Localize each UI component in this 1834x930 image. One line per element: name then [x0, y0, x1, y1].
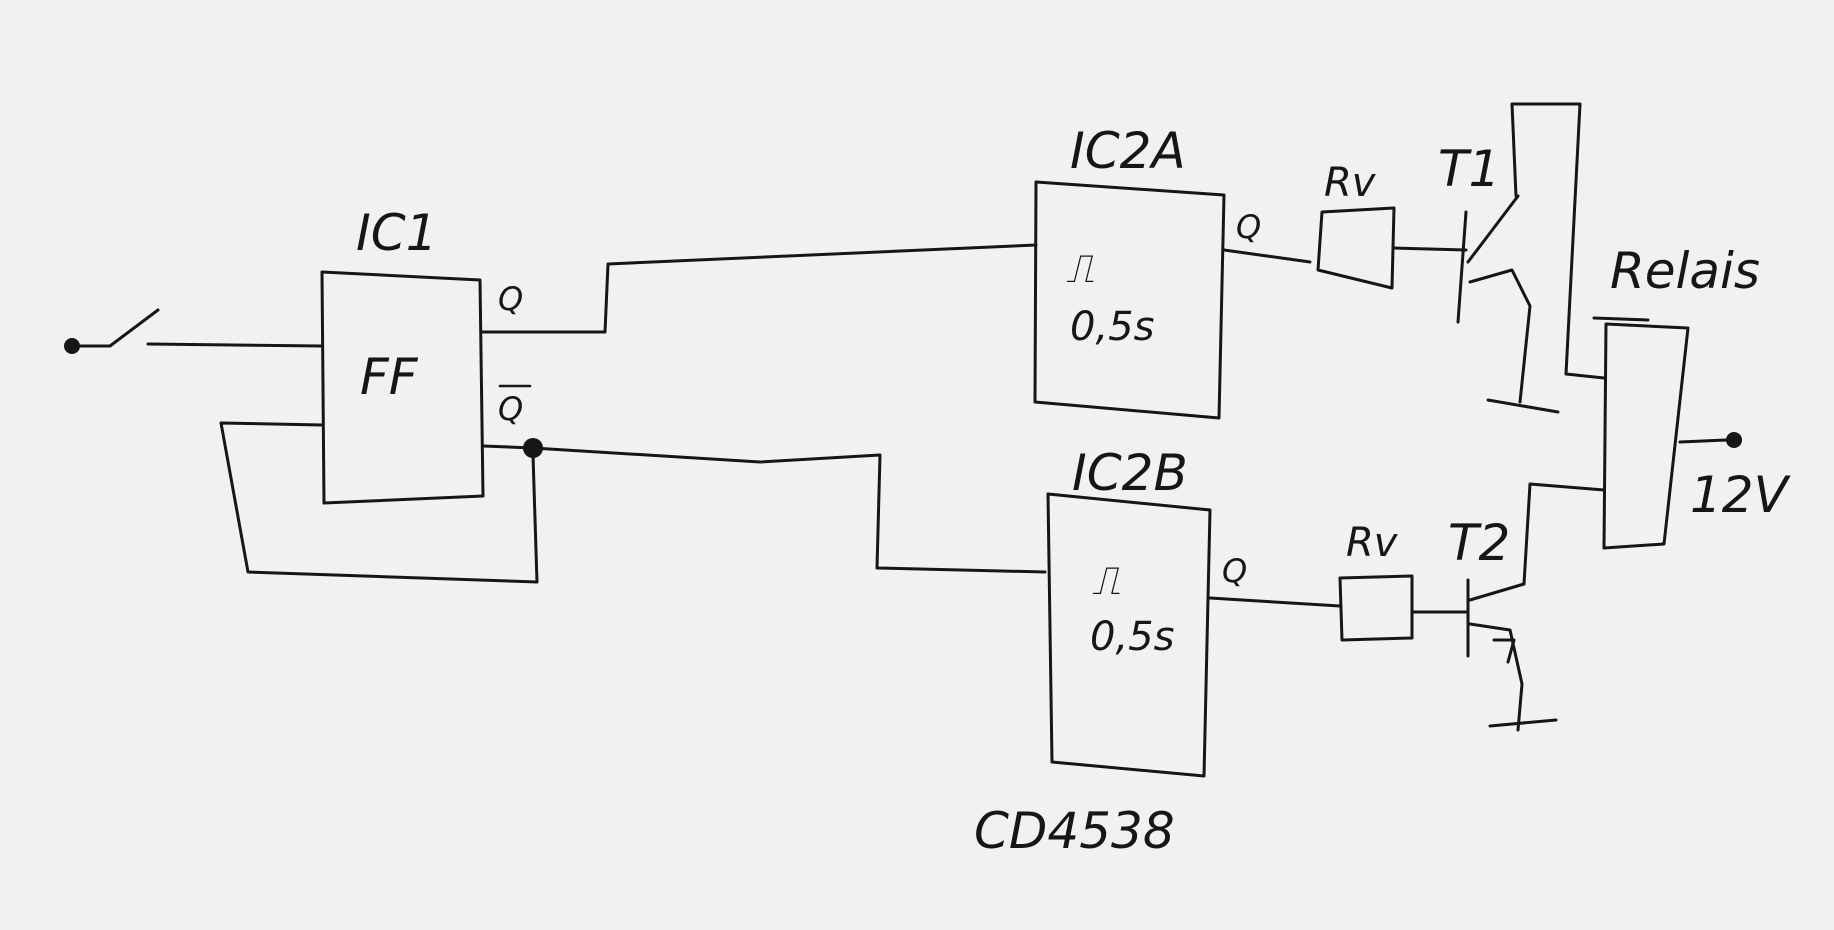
t1-base-bar: [1456, 210, 1468, 324]
t1-to-relay-wire: [1510, 102, 1606, 380]
rv-top-resistor: Rv: [1316, 160, 1396, 290]
ic2a-q-label: Q: [1236, 208, 1261, 246]
ic2a-block: IC2A ⎍ 0,5s Q: [1033, 122, 1261, 420]
ic1-title: IC1: [356, 204, 437, 262]
ic2a-q-wire: [1222, 248, 1312, 264]
t1-label: T1: [1438, 140, 1500, 198]
ic2a-time: 0,5s: [1070, 304, 1154, 350]
relay-to-supply-wire: [1678, 438, 1728, 444]
ic2a-pulse-symbol: ⎍: [1066, 246, 1094, 292]
ic2a-box: [1033, 180, 1226, 420]
relay-top-lead: [1592, 316, 1650, 322]
t2-emitter-arrow: [1492, 638, 1516, 664]
input-switch: [64, 308, 324, 354]
ic1-qbar-to-ic2b-wire: [481, 444, 1047, 574]
rv-top-to-t1-wire: [1392, 246, 1468, 252]
t2-label: T2: [1448, 514, 1510, 572]
rv-top-label: Rv: [1324, 160, 1377, 206]
t1-collector: [1466, 194, 1520, 264]
ic1-qbar-label: Q: [498, 390, 523, 428]
chip-label: CD4538: [974, 802, 1175, 860]
switch-to-ic1-wire: [146, 342, 324, 348]
relay-block: Relais: [1592, 242, 1760, 550]
ic2a-title: IC2A: [1070, 122, 1186, 180]
t2-collector: [1468, 582, 1526, 602]
t2-emitter: [1468, 622, 1524, 732]
ic1-q-label: Q: [498, 280, 523, 318]
rv-bottom-label: Rv: [1346, 520, 1399, 566]
relay-label: Relais: [1610, 242, 1760, 300]
t1-ground-bar: [1486, 398, 1560, 414]
supply-terminal: [1726, 432, 1742, 448]
rv-bottom-box: [1338, 574, 1414, 642]
ic2b-title: IC2B: [1072, 444, 1188, 502]
ic2b-box: [1046, 492, 1212, 778]
t1-transistor: T1: [1438, 140, 1532, 404]
rv-bottom-resistor: Rv: [1338, 520, 1414, 642]
t2-to-relay-wire: [1522, 482, 1606, 586]
ic1-body-label: FF: [360, 348, 419, 406]
ic1-feedback-wire: [219, 421, 539, 584]
ic2b-q-wire: [1208, 596, 1342, 608]
t2-transistor: T2: [1448, 514, 1526, 732]
t1-emitter: [1468, 268, 1532, 404]
relay-box: [1602, 322, 1690, 550]
ic2b-block: IC2B ⎍ 0,5s Q: [1046, 444, 1247, 778]
ic1-q-to-ic2a-wire: [481, 243, 1038, 334]
ic2b-pulse-symbol: ⎍: [1092, 558, 1120, 604]
switch-lever: [70, 308, 160, 348]
rv-top-box: [1316, 206, 1396, 290]
ic1-box: [320, 270, 485, 505]
ic1-block: IC1 FF Q Q: [320, 204, 532, 505]
ic2b-time: 0,5s: [1090, 614, 1174, 660]
ic2b-q-label: Q: [1222, 552, 1247, 590]
supply-label: 12V: [1690, 466, 1792, 524]
t2-ground-bar: [1488, 718, 1558, 728]
